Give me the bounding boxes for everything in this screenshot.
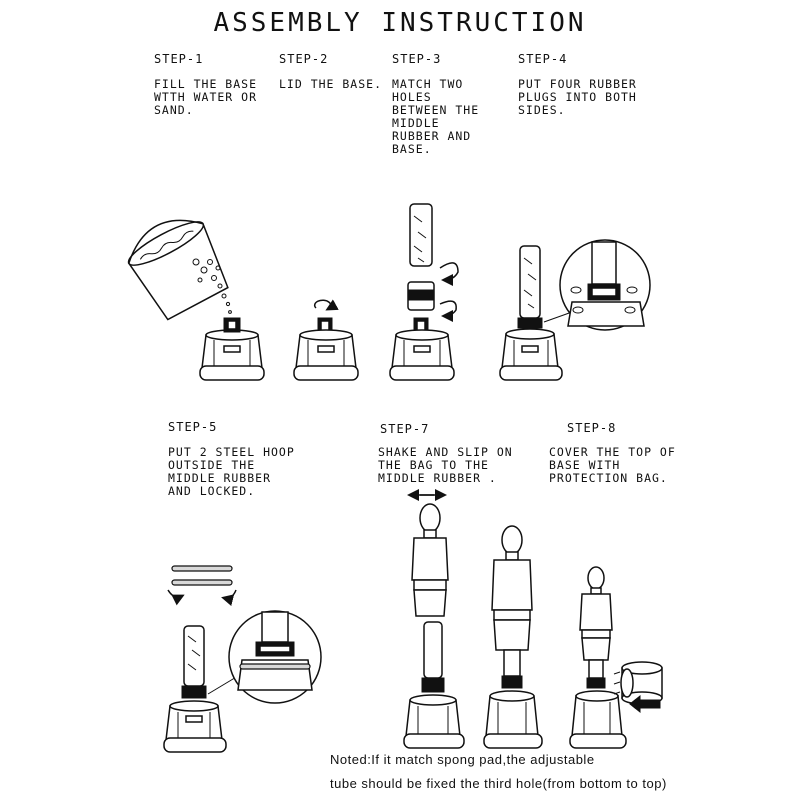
step-8-illustration <box>569 566 663 749</box>
dummy-bag-icon <box>411 503 449 617</box>
magnifier-detail-icon <box>228 610 322 704</box>
tube-icon <box>409 203 433 267</box>
step-4-label: STEP-4 <box>518 52 568 66</box>
step-1-label: STEP-1 <box>154 52 204 66</box>
sand-stream-icon <box>192 258 234 322</box>
arrow-left-icon <box>629 694 661 714</box>
dummy-bag-icon <box>569 566 627 749</box>
base-icon <box>163 625 227 753</box>
magnifier-detail-icon <box>559 239 651 331</box>
bucket-icon <box>127 219 229 321</box>
step-7-illustration <box>403 489 543 749</box>
step-3-illustration <box>389 203 459 381</box>
protection-bag-icon <box>613 661 663 705</box>
note-line-2: tube should be fixed the third hole(from… <box>330 776 667 791</box>
step-5-illustration <box>163 565 322 753</box>
note-line-1: Noted:If it match spong pad,the adjustab… <box>330 752 595 767</box>
step-4-illustration <box>499 239 651 381</box>
step-7-label: STEP-7 <box>380 422 430 436</box>
step-3-text: MATCH TWO HOLES BETWEEN THE MIDDLE RUBBE… <box>392 77 480 156</box>
step-2-text: LID THE BASE. <box>279 77 383 91</box>
step-5-text: PUT 2 STEEL HOOP OUTSIDE THE MIDDLE RUBB… <box>168 445 295 498</box>
step-8-label: STEP-8 <box>567 421 617 435</box>
base-icon <box>389 317 455 381</box>
step-3-label: STEP-3 <box>392 52 442 66</box>
step-1-text: FILL THE BASE WTTH WATER OR SAND. <box>154 77 258 117</box>
step-1-illustration <box>127 219 265 381</box>
step-2-label: STEP-2 <box>279 52 329 66</box>
dummy-bag-icon <box>483 525 543 749</box>
middle-rubber-icon <box>407 281 435 311</box>
page-title: ASSEMBLY INSTRUCTION <box>213 8 587 38</box>
step-7-text: SHAKE AND SLIP ON THE BAG TO THE MIDDLE … <box>378 445 513 485</box>
step-5-label: STEP-5 <box>168 420 218 434</box>
step-2-illustration <box>293 299 359 381</box>
base-icon <box>293 317 359 381</box>
base-icon <box>499 245 563 381</box>
step-4-text: PUT FOUR RUBBER PLUGS INTO BOTH SIDES. <box>518 77 637 117</box>
step-8-text: COVER THE TOP OF BASE WITH PROTECTION BA… <box>549 445 676 485</box>
base-icon <box>403 621 465 749</box>
steel-hoop-icon <box>171 565 233 586</box>
base-icon <box>199 317 265 381</box>
